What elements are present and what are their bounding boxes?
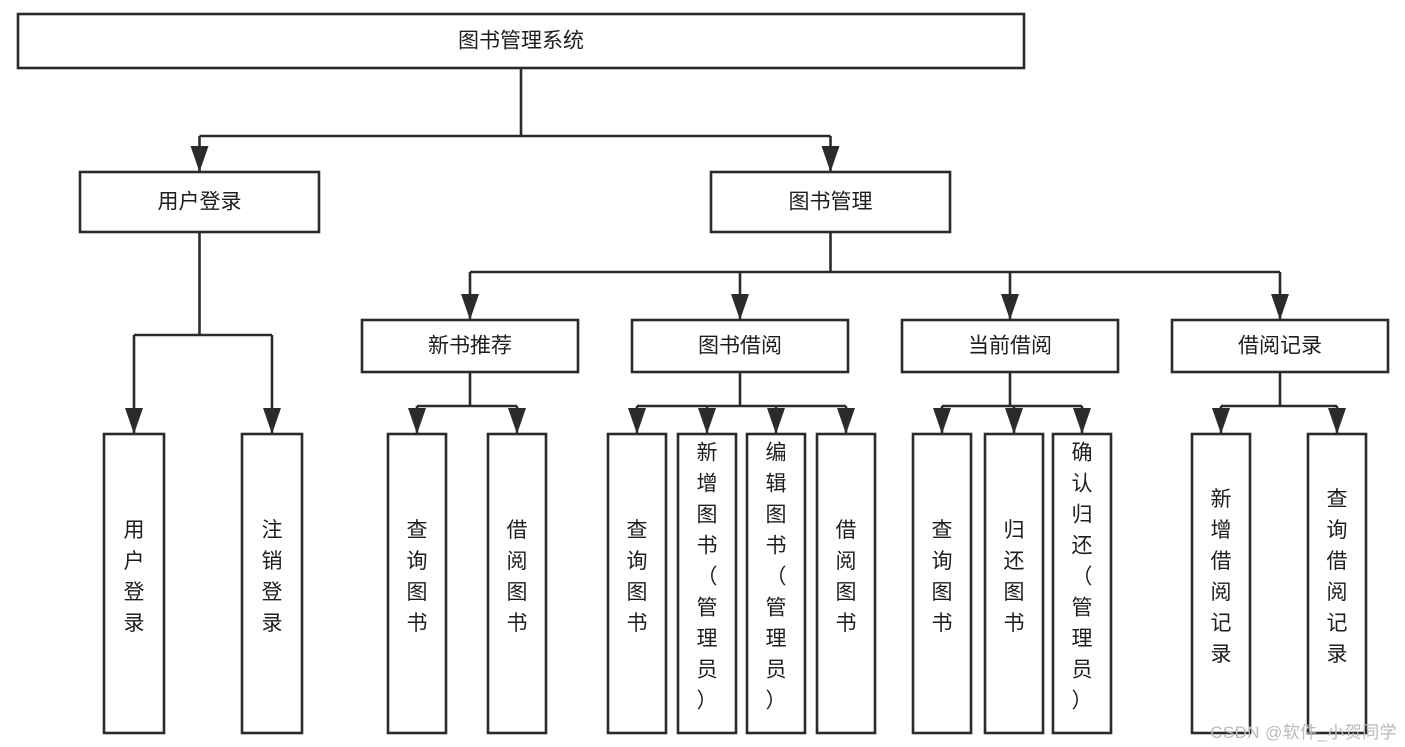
node-label-nbr-borrow-book: 借阅图书 <box>507 519 528 635</box>
node-label-cb-query-book: 查询图书 <box>932 519 953 635</box>
arrow-head-icon-cb-return-book <box>1005 408 1023 434</box>
arrow-head-icon-new-book-recommend <box>461 294 479 320</box>
node-user-login[interactable]: 用户登录 <box>78 170 321 234</box>
node-box-nbr-borrow-book <box>486 432 548 735</box>
node-box-bb-borrow-book <box>815 432 877 735</box>
arrow-head-icon-br-query-record <box>1328 408 1346 434</box>
nodes-layer: 图书管理系统用户登录图书管理用户登录注销登录新书推荐图书借阅当前借阅借阅记录查询… <box>16 12 1390 735</box>
node-box-bb-query-book <box>606 432 668 735</box>
node-box-br-add-record <box>1190 432 1252 735</box>
node-cb-confirm-return[interactable]: 确认归还（管理员） <box>1051 432 1113 735</box>
node-book-management[interactable]: 图书管理 <box>709 170 952 234</box>
node-bb-query-book[interactable]: 查询图书 <box>606 432 668 735</box>
node-label-root: 图书管理系统 <box>458 30 584 53</box>
node-nbr-borrow-book[interactable]: 借阅图书 <box>486 432 548 735</box>
node-cb-query-book[interactable]: 查询图书 <box>911 432 973 735</box>
node-box-root <box>16 12 1026 70</box>
node-box-book-management <box>709 170 952 234</box>
arrow-head-icon-borrow-record <box>1271 294 1289 320</box>
node-box-borrow-record <box>1170 318 1390 374</box>
node-box-user-login <box>78 170 321 234</box>
node-label-bb-add-book: 新增图书（管理员） <box>697 442 718 713</box>
node-nbr-query-book[interactable]: 查询图书 <box>386 432 448 735</box>
node-label-bb-edit-book: 编辑图书（管理员） <box>766 442 787 713</box>
arrow-head-icon-cb-query-book <box>933 408 951 434</box>
arrow-head-icon-cb-confirm-return <box>1073 408 1091 434</box>
arrow-head-icon-book-borrow <box>731 294 749 320</box>
node-user-login-do[interactable]: 用户登录 <box>102 432 166 735</box>
arrow-head-icon-bb-add-book <box>698 408 716 434</box>
node-label-bb-borrow-book: 借阅图书 <box>836 519 857 635</box>
arrow-head-icon-book-management <box>821 146 840 172</box>
node-new-book-recommend[interactable]: 新书推荐 <box>360 318 580 374</box>
node-box-bb-add-book <box>676 432 738 735</box>
node-label-cb-confirm-return: 确认归还（管理员） <box>1072 442 1093 713</box>
arrow-head-icon-user-login <box>190 146 209 172</box>
node-label-borrow-record: 借阅记录 <box>1238 335 1322 358</box>
node-label-br-add-record: 新增借阅记录 <box>1211 488 1232 666</box>
arrow-head-icon-br-add-record <box>1212 408 1230 434</box>
node-box-bb-edit-book <box>745 432 807 735</box>
node-label-nbr-query-book: 查询图书 <box>407 519 428 635</box>
node-label-current-borrow: 当前借阅 <box>968 335 1052 358</box>
arrow-head-icon-bb-borrow-book <box>837 408 855 434</box>
node-label-user-login-do: 用户登录 <box>124 519 145 635</box>
node-borrow-record[interactable]: 借阅记录 <box>1170 318 1390 374</box>
node-label-new-book-recommend: 新书推荐 <box>428 335 512 358</box>
arrow-head-icon-bb-edit-book <box>767 408 785 434</box>
arrow-head-icon-bb-query-book <box>628 408 646 434</box>
node-label-book-borrow: 图书借阅 <box>698 335 782 358</box>
node-label-user-login: 用户登录 <box>158 191 242 214</box>
node-cb-return-book[interactable]: 归还图书 <box>983 432 1045 735</box>
node-label-book-management: 图书管理 <box>789 191 873 214</box>
arrow-head-icon-nbr-query-book <box>408 408 426 434</box>
node-box-book-borrow <box>630 318 850 374</box>
node-box-current-borrow <box>900 318 1120 374</box>
node-bb-borrow-book[interactable]: 借阅图书 <box>815 432 877 735</box>
node-bb-edit-book[interactable]: 编辑图书（管理员） <box>745 432 807 735</box>
node-current-borrow[interactable]: 当前借阅 <box>900 318 1120 374</box>
node-box-user-logout <box>240 432 304 735</box>
node-br-add-record[interactable]: 新增借阅记录 <box>1190 432 1252 735</box>
node-box-nbr-query-book <box>386 432 448 735</box>
node-box-cb-confirm-return <box>1051 432 1113 735</box>
arrow-head-icon-current-borrow <box>1001 294 1019 320</box>
node-label-br-query-record: 查询借阅记录 <box>1327 488 1348 666</box>
arrow-head-icon-user-login-do <box>125 408 143 434</box>
node-br-query-record[interactable]: 查询借阅记录 <box>1306 432 1368 735</box>
node-box-user-login-do <box>102 432 166 735</box>
node-label-cb-return-book: 归还图书 <box>1004 519 1025 635</box>
node-user-logout[interactable]: 注销登录 <box>240 432 304 735</box>
node-book-borrow[interactable]: 图书借阅 <box>630 318 850 374</box>
node-box-cb-return-book <box>983 432 1045 735</box>
arrow-head-icon-user-logout <box>263 408 281 434</box>
arrow-head-icon-nbr-borrow-book <box>508 408 526 434</box>
node-box-br-query-record <box>1306 432 1368 735</box>
csdn-watermark: CSDN @软件_小贺同学 <box>1210 723 1397 742</box>
node-bb-add-book[interactable]: 新增图书（管理员） <box>676 432 738 735</box>
node-root[interactable]: 图书管理系统 <box>16 12 1026 70</box>
node-box-cb-query-book <box>911 432 973 735</box>
node-label-bb-query-book: 查询图书 <box>627 519 648 635</box>
node-box-new-book-recommend <box>360 318 580 374</box>
node-label-user-logout: 注销登录 <box>262 519 283 635</box>
connectors-layer <box>125 68 1346 434</box>
